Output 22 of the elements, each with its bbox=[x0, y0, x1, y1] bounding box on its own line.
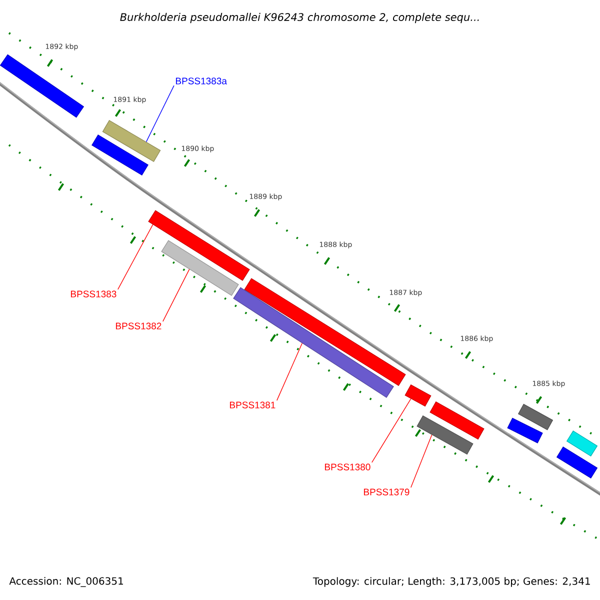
gene-bar bbox=[416, 415, 474, 455]
leader-line bbox=[410, 434, 432, 488]
footer-text: Topology: circular; Length: 3,173,005 bp; Genes: 2,341 bbox=[312, 577, 590, 587]
leader-line bbox=[372, 398, 412, 463]
leader-line bbox=[118, 224, 154, 290]
footer-text: Accession: NC_006351 bbox=[9, 577, 123, 587]
leader-line bbox=[276, 342, 302, 401]
gene-bar bbox=[507, 418, 543, 444]
leader-line bbox=[162, 268, 190, 322]
gene-bar bbox=[404, 384, 432, 407]
gene-bar bbox=[161, 240, 239, 296]
gene-label: BPSS1382 bbox=[116, 322, 162, 330]
gene-label: BPSS1381 bbox=[230, 402, 276, 408]
gene-bar bbox=[430, 401, 484, 440]
gene-bar bbox=[244, 278, 406, 386]
gene-label: BPSS1383a bbox=[176, 78, 227, 84]
gene-label: BPSS1380 bbox=[325, 464, 370, 470]
gene-label: BPSS1383 bbox=[70, 290, 116, 298]
leader-line bbox=[146, 85, 174, 142]
gene-label: BPSS1379 bbox=[364, 488, 410, 496]
title-text: Burkholderia pseudomallei K96243 chromosome 2, complete sequ... bbox=[120, 12, 479, 24]
gene-bar bbox=[148, 210, 250, 281]
